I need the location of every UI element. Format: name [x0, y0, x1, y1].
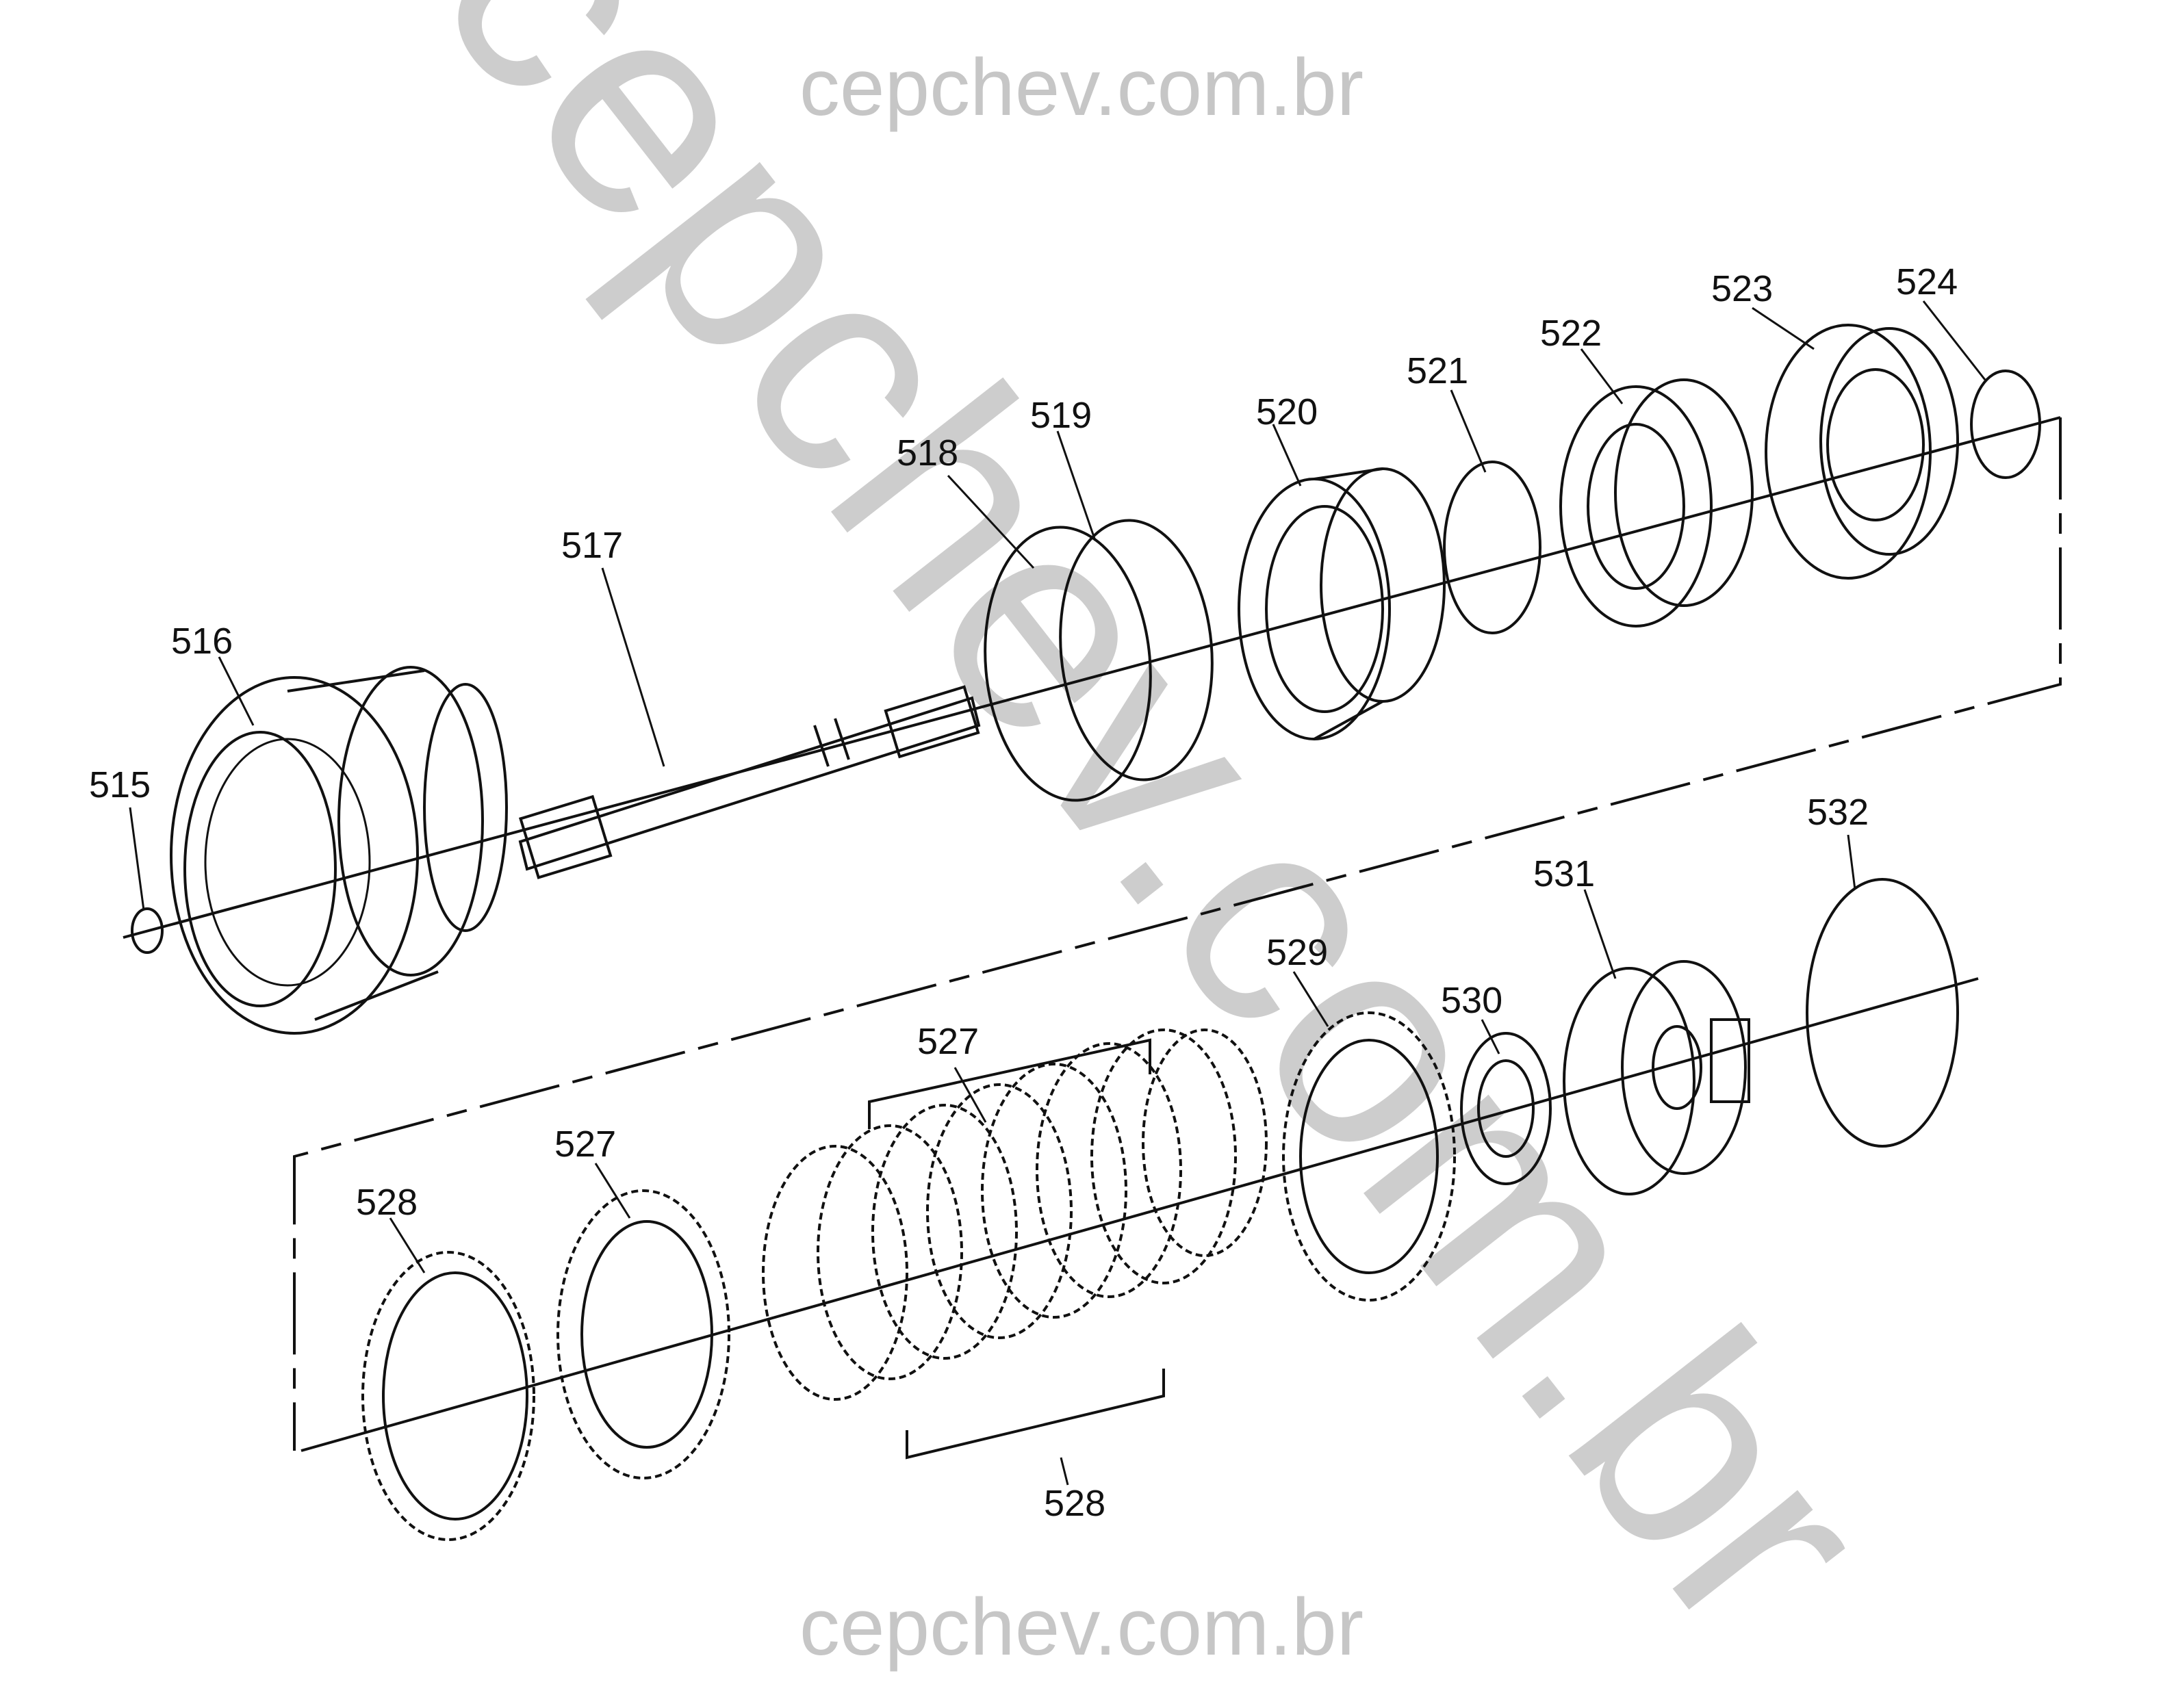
part-518-seal-ring [984, 526, 1152, 802]
part-clutch-pack-stack [762, 1028, 1268, 1401]
part-532-snap-ring [1806, 878, 1959, 1148]
watermark-bottom: cepchev.com.br [799, 1582, 1364, 1672]
callout-labels: 515 516 517 518 519 520 521 522 523 524 … [89, 261, 1958, 1524]
callout-531: 531 [1533, 853, 1595, 894]
callout-527-pack: 527 [917, 1021, 979, 1062]
upper-axis-line [123, 416, 2061, 939]
callout-520: 520 [1256, 391, 1318, 432]
part-523-spring-retainer [1765, 324, 1959, 580]
axis-connector [293, 417, 2062, 1451]
part-519-seal-ring [1059, 519, 1214, 781]
callout-523: 523 [1711, 268, 1773, 309]
callout-516: 516 [171, 621, 233, 662]
callout-528-pack: 528 [1044, 1483, 1105, 1524]
bracket-528 [906, 1369, 1165, 1460]
callout-524: 524 [1896, 261, 1958, 302]
callout-518: 518 [897, 432, 958, 474]
callout-522: 522 [1540, 313, 1602, 354]
part-528-steel-plate [361, 1251, 535, 1541]
part-521-seal-ring [1443, 461, 1541, 634]
part-524-snap-ring [1970, 370, 2041, 479]
callout-515: 515 [89, 764, 151, 805]
watermark-top: cepchev.com.br [799, 42, 1364, 133]
part-531-hub [1563, 960, 1750, 1195]
callout-529: 529 [1266, 932, 1328, 973]
part-517-input-shaft [518, 685, 981, 879]
part-529-backing-plate [1282, 1011, 1456, 1302]
callout-532: 532 [1807, 792, 1869, 833]
bracket-527 [868, 1038, 1151, 1129]
callout-527-single: 527 [554, 1124, 616, 1165]
part-520-piston [1238, 467, 1446, 740]
part-527-friction-plate [556, 1189, 730, 1479]
callout-517: 517 [561, 525, 623, 566]
callout-530: 530 [1441, 980, 1502, 1021]
lower-axis-line [300, 977, 1979, 1452]
callout-528-single: 528 [356, 1182, 418, 1223]
part-515-snap-ring [131, 907, 164, 954]
part-516-clutch-housing [170, 666, 508, 1035]
part-530-thrust-bearing [1460, 1032, 1552, 1185]
part-522-spring-assembly [1559, 378, 1754, 627]
callout-521: 521 [1407, 350, 1468, 391]
callout-519: 519 [1030, 395, 1092, 436]
leader-lines [129, 300, 1986, 1486]
